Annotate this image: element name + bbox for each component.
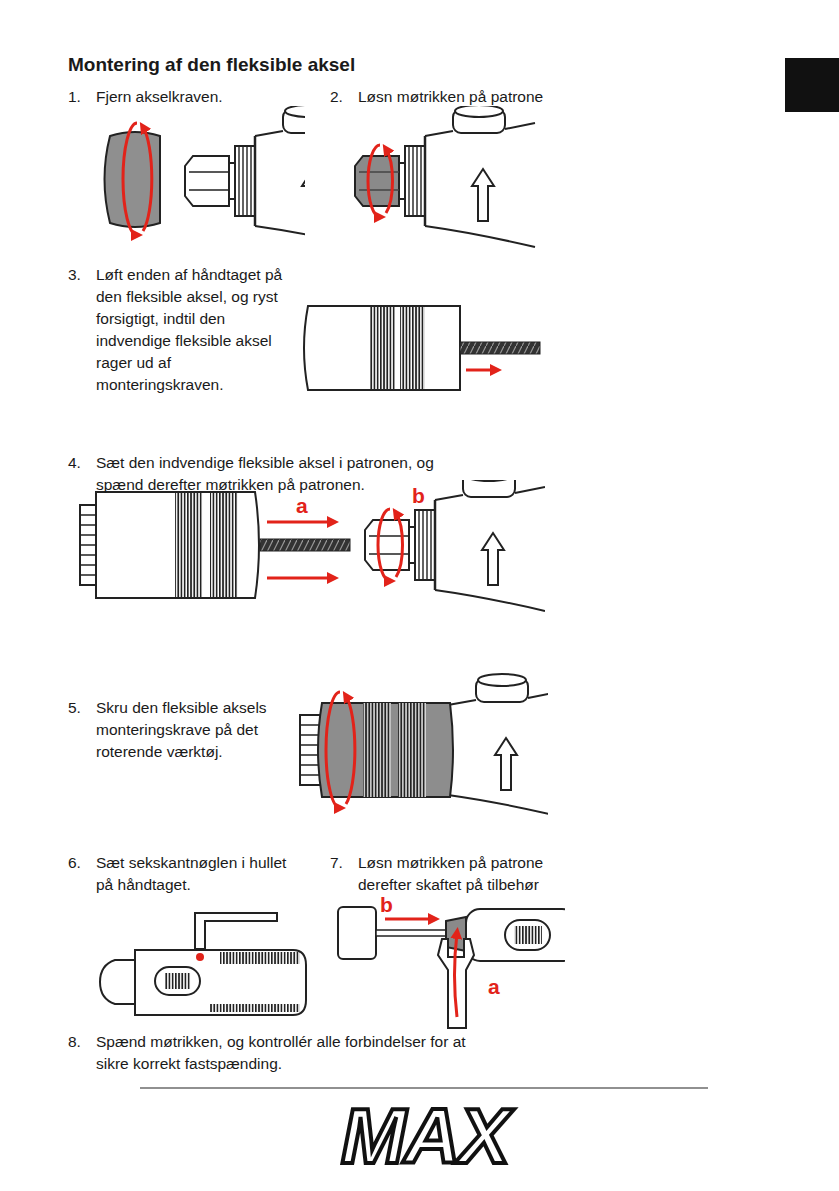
callout-letter: a: [296, 494, 308, 518]
step-number: 3.: [68, 264, 81, 286]
step2-illustration: [335, 106, 560, 251]
step-text: Fjern akselkraven.: [96, 86, 223, 108]
step-text: Løft enden af håndtaget på den fleksible…: [96, 264, 288, 396]
callout-letter: a: [488, 975, 500, 999]
step-number: 1.: [68, 86, 81, 108]
step-text: Løsn møtrikken på patrone derefter skaft…: [358, 852, 573, 896]
step-number: 2.: [330, 86, 343, 108]
step-number: 6.: [68, 852, 81, 874]
step-text: Sæt den indvendige fleksible aksel i pat…: [96, 452, 454, 496]
step-text: Skru den fleksible aksels monteringskrav…: [96, 697, 291, 763]
step-number: 5.: [68, 697, 81, 719]
callout-letter: b: [412, 484, 425, 508]
step6-illustration: [95, 905, 310, 1020]
step3-illustration: [300, 298, 550, 398]
brand-logo: MAX: [341, 1096, 508, 1176]
step-number: 8.: [68, 1031, 81, 1053]
step7-illustration: [330, 895, 565, 1030]
callout-letter: b: [380, 893, 393, 917]
step-text: Løsn møtrikken på patrone: [358, 86, 543, 108]
step5-illustration: [298, 665, 548, 825]
step-text: Sæt sekskantnøglen i hullet på håndtaget…: [96, 852, 306, 896]
step-text: Spænd møtrikken, og kontrollér alle forb…: [96, 1031, 481, 1075]
page-title: Montering af den fleksible aksel: [68, 54, 355, 76]
step4-illustration: [75, 480, 545, 625]
step-number: 4.: [68, 452, 81, 474]
step1-illustration: [95, 106, 305, 251]
step-number: 7.: [330, 852, 343, 874]
